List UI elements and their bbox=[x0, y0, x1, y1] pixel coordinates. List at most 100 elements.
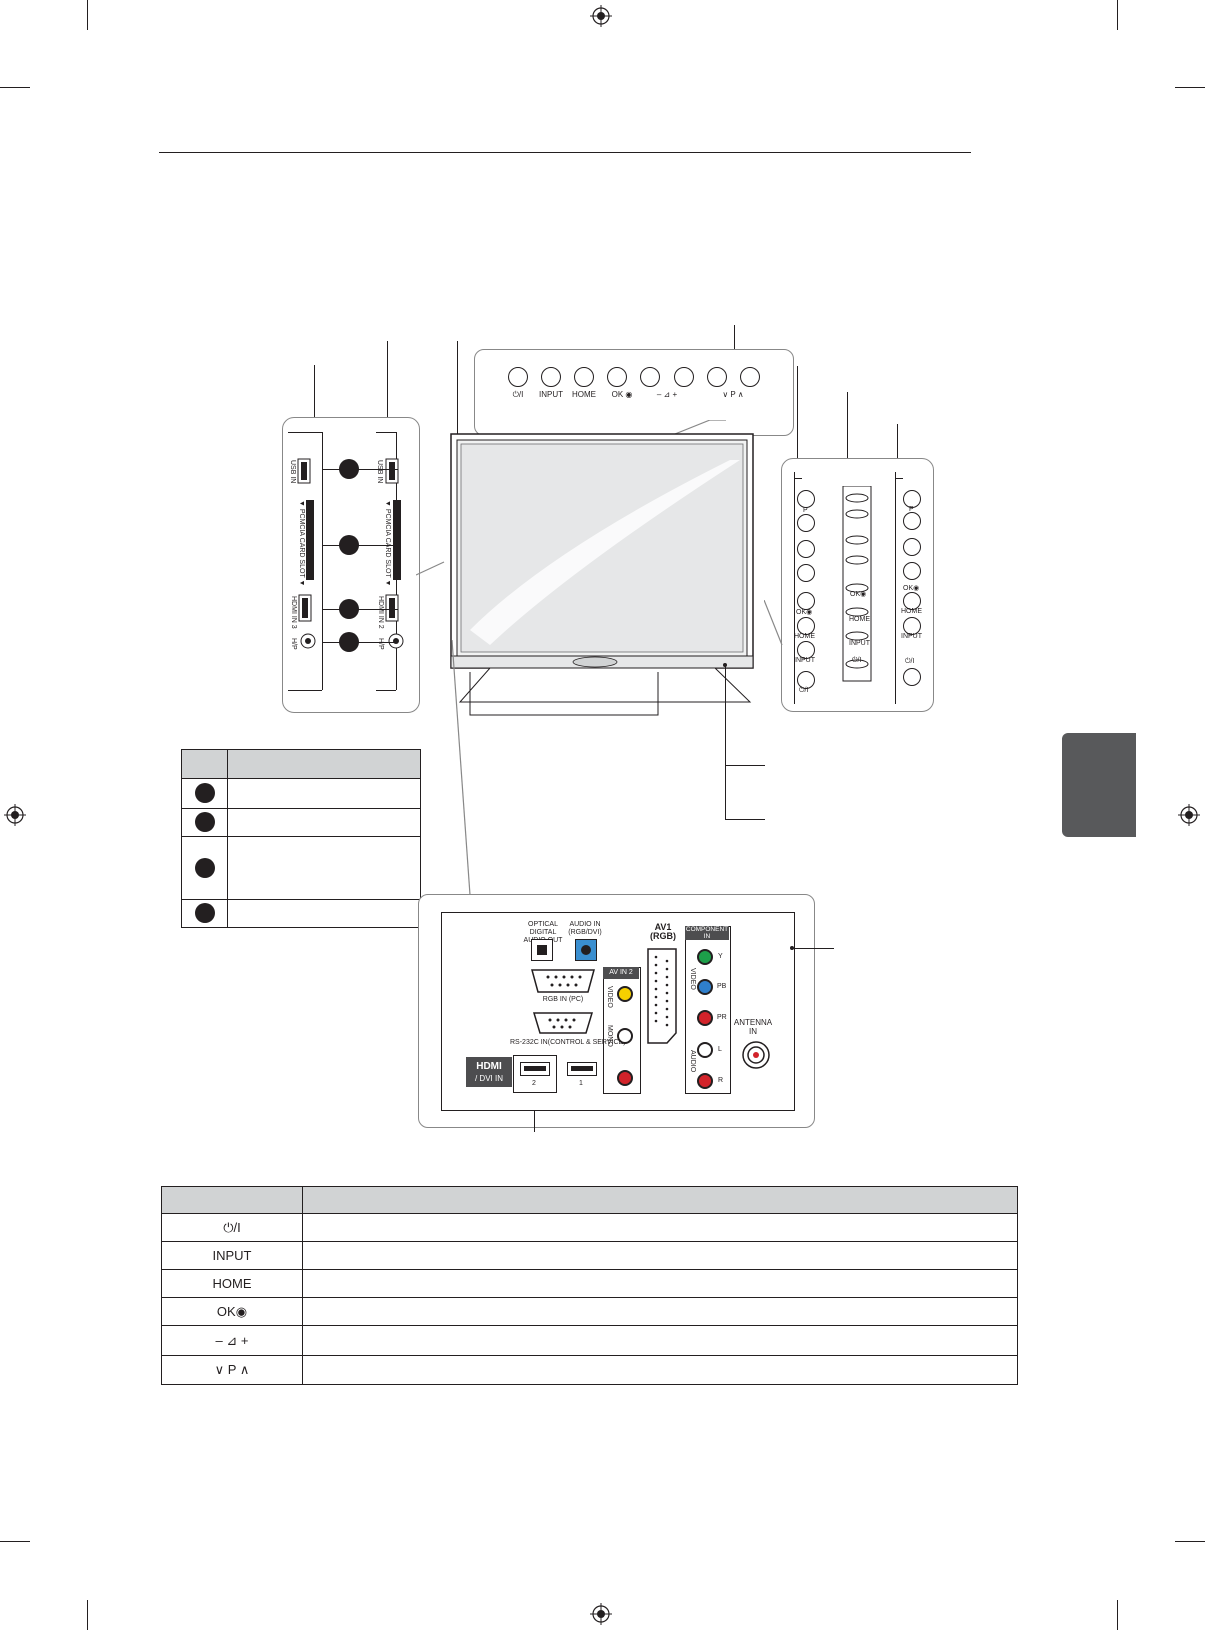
registration-mark-icon bbox=[1178, 804, 1200, 826]
channel-down-button[interactable] bbox=[903, 512, 921, 530]
home-button[interactable] bbox=[903, 592, 921, 610]
ok-button[interactable] bbox=[607, 367, 627, 387]
volume-symbol: – ⊿ + bbox=[162, 1326, 303, 1355]
callout-line bbox=[897, 424, 898, 479]
callout-line bbox=[847, 392, 848, 490]
callout-line bbox=[725, 665, 726, 820]
legend-marker-1 bbox=[195, 783, 215, 803]
ok-label: OK◉ bbox=[903, 585, 920, 592]
av-audio-left-jack-icon[interactable] bbox=[617, 1028, 633, 1044]
front-panel-pointer bbox=[670, 420, 726, 437]
input-button[interactable] bbox=[903, 617, 921, 635]
home-label: HOME bbox=[849, 616, 870, 623]
channel-up-button[interactable] bbox=[797, 490, 815, 508]
antenna-in-label: ANTENNA IN bbox=[733, 1018, 773, 1036]
crop-mark bbox=[87, 1600, 88, 1630]
side-panel-edge bbox=[376, 690, 396, 691]
table-row: OK◉ bbox=[162, 1297, 1017, 1325]
channel-up-button[interactable] bbox=[903, 490, 921, 508]
p-label: P bbox=[803, 507, 808, 514]
volume-label: – ⊿ + bbox=[656, 390, 678, 399]
ok-label: OK◉ bbox=[850, 591, 867, 598]
headphone-jack-icon bbox=[300, 633, 316, 649]
callout-line bbox=[387, 341, 388, 432]
jack-legend-table bbox=[181, 749, 421, 928]
channel-down-button[interactable] bbox=[707, 367, 727, 387]
side-panel-divider bbox=[322, 432, 323, 690]
side-panel-edge bbox=[376, 432, 396, 433]
component-pb-jack-icon[interactable] bbox=[697, 979, 713, 995]
home-label: HOME bbox=[794, 633, 815, 640]
input-button[interactable] bbox=[797, 641, 815, 659]
power-button[interactable] bbox=[797, 671, 815, 689]
tv-illustration bbox=[450, 433, 754, 716]
volume-up-button[interactable] bbox=[797, 540, 815, 558]
channel-down-button[interactable] bbox=[797, 514, 815, 532]
rs232-port-icon bbox=[532, 1012, 594, 1034]
connector-line bbox=[322, 609, 398, 610]
channel-up-button[interactable] bbox=[740, 367, 760, 387]
callout-line bbox=[725, 819, 765, 820]
volume-up-button[interactable] bbox=[903, 538, 921, 556]
power-label: ⏻/I bbox=[905, 658, 915, 665]
side-panel-edge bbox=[288, 690, 322, 691]
component-audio-l-jack-icon[interactable] bbox=[697, 1042, 713, 1058]
scart-port-icon bbox=[647, 948, 677, 1044]
volume-down-button[interactable] bbox=[797, 564, 815, 582]
legend-marker-2 bbox=[195, 812, 215, 832]
input-button[interactable] bbox=[541, 367, 561, 387]
language-tab bbox=[1062, 733, 1136, 837]
power-button[interactable] bbox=[903, 668, 921, 686]
table-row: ⏻/I bbox=[162, 1213, 1017, 1241]
component-pr-jack-icon[interactable] bbox=[697, 1010, 713, 1026]
power-label: ⏻/I bbox=[799, 687, 809, 694]
ok-button[interactable] bbox=[797, 592, 815, 610]
pcmcia-label: ▼ PCMCIA CARD SLOT ▼ bbox=[384, 500, 391, 587]
power-label: ⏻/I bbox=[512, 390, 524, 399]
volume-down-button[interactable] bbox=[903, 562, 921, 580]
ok-symbol: OK◉ bbox=[162, 1298, 303, 1325]
hdmi2-number: 2 bbox=[532, 1080, 536, 1087]
av-audio-right-jack-icon[interactable] bbox=[617, 1070, 633, 1086]
component-y-jack-icon[interactable] bbox=[697, 949, 713, 965]
callout-line bbox=[457, 341, 458, 444]
connector-line bbox=[322, 545, 398, 546]
av-video-jack-icon[interactable] bbox=[617, 986, 633, 1002]
table-row: INPUT bbox=[162, 1241, 1017, 1269]
dvi-in-label: / DVI IN bbox=[474, 1074, 503, 1083]
hdmi1-port-icon[interactable] bbox=[567, 1062, 597, 1076]
hdmi2-port-icon[interactable] bbox=[520, 1062, 550, 1076]
volume-down-button[interactable] bbox=[640, 367, 660, 387]
legend-row bbox=[182, 836, 420, 899]
component-header bbox=[685, 926, 729, 940]
side-panel-divider bbox=[794, 472, 795, 704]
callout-marker-3 bbox=[339, 599, 359, 619]
power-button[interactable] bbox=[508, 367, 528, 387]
pcmcia-slot-icon bbox=[306, 500, 314, 580]
callout-marker-2 bbox=[339, 535, 359, 555]
input-label: INPUT bbox=[849, 640, 870, 647]
power-symbol: ⏻/I bbox=[162, 1214, 303, 1241]
rgb-in-port-icon bbox=[531, 969, 595, 993]
input-label: INPUT bbox=[794, 657, 815, 664]
l-label: L bbox=[718, 1046, 722, 1053]
table-row: – ⊿ + bbox=[162, 1325, 1017, 1355]
av-in2-label: AV IN 2 bbox=[609, 969, 633, 976]
connector-line bbox=[322, 469, 398, 470]
component-video-label: VIDEO bbox=[689, 968, 696, 990]
rgb-in-label: RGB IN (PC) bbox=[542, 996, 584, 1003]
side-panel-divider bbox=[895, 472, 896, 704]
crop-mark bbox=[1117, 0, 1118, 30]
home-button[interactable] bbox=[574, 367, 594, 387]
home-button[interactable] bbox=[797, 617, 815, 635]
side-button-strip bbox=[842, 486, 872, 682]
home-label: HOME bbox=[901, 608, 922, 615]
connector-line bbox=[322, 642, 398, 643]
component-audio-r-jack-icon[interactable] bbox=[697, 1073, 713, 1089]
component-in-label: COMPONENT IN bbox=[685, 926, 729, 940]
table-row: HOME bbox=[162, 1269, 1017, 1297]
input-label: INPUT bbox=[539, 390, 563, 399]
volume-up-button[interactable] bbox=[674, 367, 694, 387]
legend-marker-4 bbox=[195, 903, 215, 923]
antenna-jack-icon[interactable] bbox=[741, 1040, 771, 1070]
